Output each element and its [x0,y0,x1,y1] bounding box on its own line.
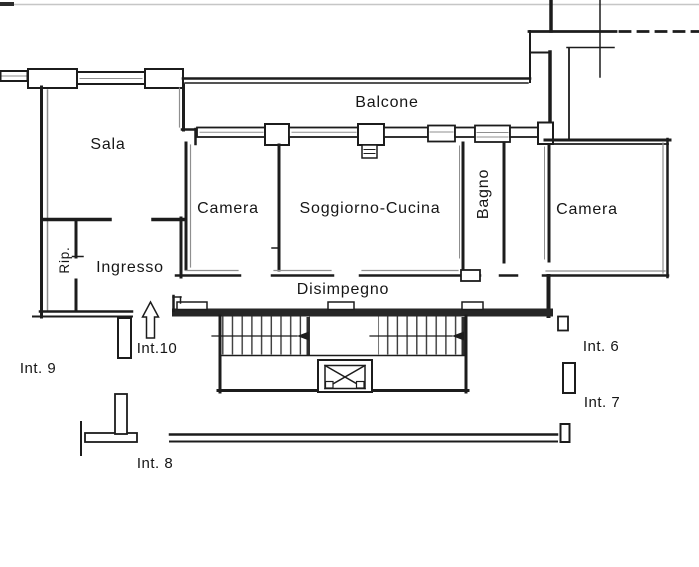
room-label-soggiorno-cucina: Soggiorno-Cucina [300,200,441,217]
room-label-bagno: Bagno [475,169,492,219]
balcony-window-wall [196,121,554,159]
wall-bar [172,308,553,317]
wall-bar [84,432,138,443]
window [509,126,539,138]
entrance-area [32,300,160,359]
bottom-long-wall [168,423,571,443]
unit-label-int7: Int. 7 [584,394,620,411]
pillar [27,68,78,89]
pillar [264,123,290,146]
wall-bump [327,301,355,311]
stairs-direction-arrow-icon [452,331,464,341]
stairwell-north-wall [172,294,569,332]
unit-label-int6: Int. 6 [583,338,619,355]
unit-label-int8: Int. 8 [137,455,173,472]
room-label-rip: Rip. [57,246,72,273]
wall-tab [557,315,569,332]
stairwell [211,314,470,394]
scan-mark [0,2,14,6]
window [454,126,476,138]
elevator-notch [324,380,334,389]
camera-right-walls [541,137,672,318]
wall-bump [461,301,484,311]
room-label-ingresso: Ingresso [96,259,164,276]
room-label-camera-right: Camera [556,201,618,218]
wall-step [460,269,481,282]
wall-hook [559,423,571,443]
flue-block [361,144,378,159]
elevator-notch [355,380,365,389]
unit-label-int9: Int. 9 [20,360,56,377]
wall-fragment-int8 [80,393,138,456]
window-box [427,124,456,143]
room-label-balcone: Balcone [355,94,418,111]
pillar [144,68,184,89]
room-label-camera-left: Camera [197,200,259,217]
top-right-structure [527,0,699,140]
wall-bump [176,301,208,311]
room-label-disimpegno: Disimpegno [297,281,389,298]
pillar [357,123,385,146]
wall-fragment-int7 [562,362,576,394]
room-label-sala: Sala [90,136,125,153]
corridor-north-walls [174,216,519,282]
top-wall-left [0,68,184,89]
bagno-window-box [474,124,511,143]
stairs-direction-arrow-icon [297,331,309,341]
wall-bar [114,393,128,435]
window [383,126,429,138]
unit-label-int10: Int.10 [137,340,178,357]
entrance-pillar [117,317,132,359]
entrance-arrow-icon [141,300,160,339]
sala-interior-walls [41,217,185,313]
